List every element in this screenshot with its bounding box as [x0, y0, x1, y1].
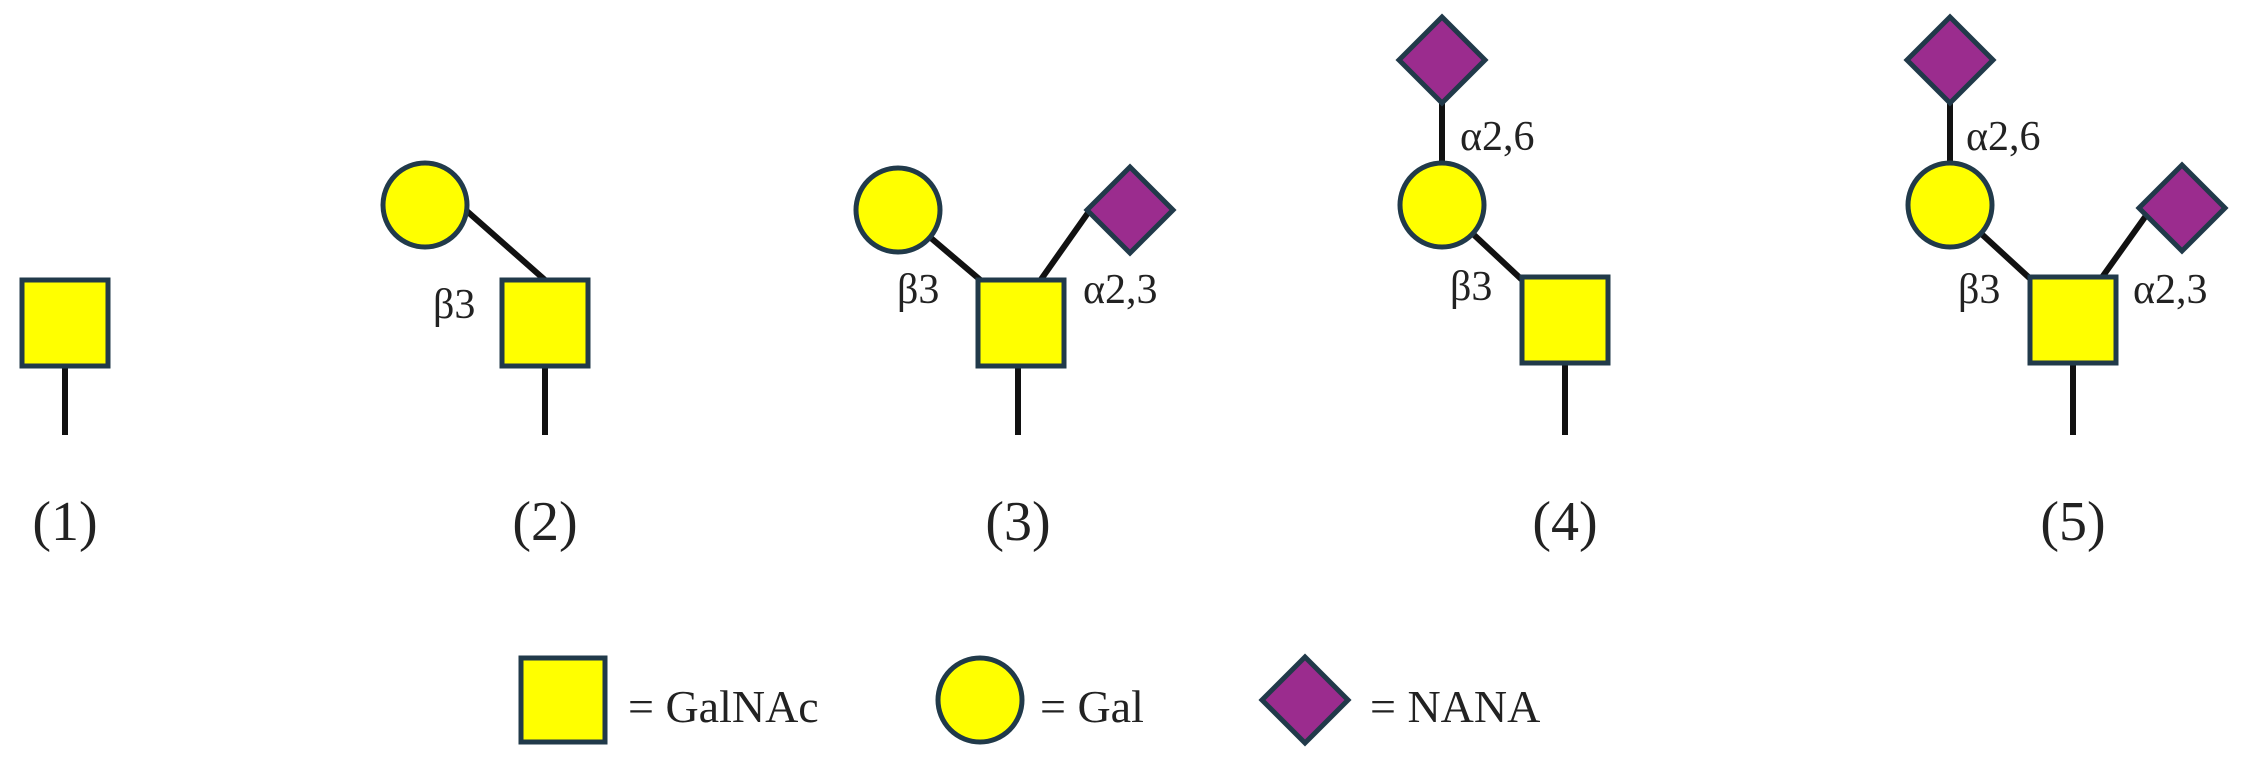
nana-legend-diamond [1258, 653, 1352, 747]
linkage-label-beta3: β3 [433, 282, 475, 328]
structure-2: β3 (2) [380, 160, 591, 553]
structure-label: (5) [2040, 491, 2105, 553]
linkage-label-alpha23: α2,3 [2133, 267, 2208, 313]
structure-label: (4) [1532, 491, 1597, 553]
galnac-square [2027, 274, 2119, 366]
structure-5: α2,6 β3 α2,3 (5) [1903, 13, 2229, 553]
galnac-legend-square [518, 655, 608, 745]
gal-circle [1397, 160, 1487, 250]
gal-legend-circle [935, 655, 1025, 745]
nana-diamond [1395, 13, 1489, 107]
structure-label: (3) [985, 491, 1050, 553]
galnac-square [975, 277, 1067, 369]
linkage-label-alpha26: α2,6 [1966, 114, 2041, 160]
linkage-label-beta3: β3 [1450, 264, 1492, 310]
gal-circle [853, 165, 943, 255]
legend-nana-text: = NANA [1370, 681, 1540, 732]
legend-galnac-text: = GalNAc [628, 681, 819, 732]
nana-diamond-top [1903, 13, 1997, 107]
structure-1: (1) [19, 277, 111, 553]
galnac-square [1519, 274, 1611, 366]
structure-3: β3 α2,3 (3) [853, 163, 1177, 553]
linkage-label-beta3: β3 [897, 267, 939, 313]
linkage-label-alpha23: α2,3 [1083, 267, 1158, 313]
gal-circle [1905, 160, 1995, 250]
legend: = GalNAc = Gal = NANA [518, 653, 1540, 747]
galnac-square [499, 277, 591, 369]
structure-label: (1) [32, 491, 97, 553]
linkage-label-alpha26: α2,6 [1460, 114, 1535, 160]
beta3-bond [458, 202, 547, 283]
galnac-square [19, 277, 111, 369]
nana-diamond [1083, 163, 1177, 257]
nana-diamond-right [2135, 161, 2229, 255]
structure-label: (2) [512, 491, 577, 553]
gal-circle [380, 160, 470, 250]
structure-4: α2,6 β3 (4) [1395, 13, 1611, 553]
legend-gal-text: = Gal [1040, 681, 1144, 732]
linkage-label-beta3: β3 [1958, 267, 2000, 313]
